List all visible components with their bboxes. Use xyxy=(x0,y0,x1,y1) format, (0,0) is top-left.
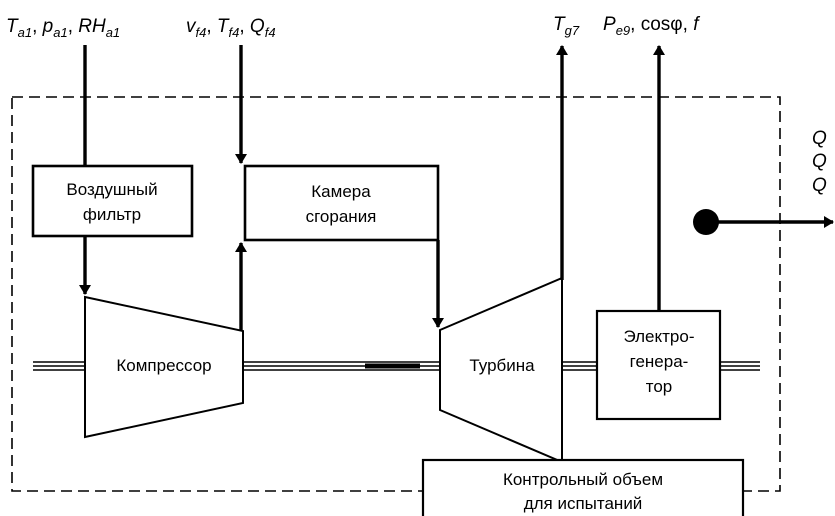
exhaust-temp-label: Tg7 xyxy=(553,14,580,38)
generator-label-1: Электро- xyxy=(623,327,694,346)
control-volume-label-box xyxy=(421,458,745,516)
generator-label-3: тор xyxy=(646,377,673,396)
air-inlet-params: Ta1, pa1, RHa1 xyxy=(6,16,120,40)
fuel-inlet-params: vf4, Tf4, Qf4 xyxy=(186,16,276,40)
combustion-chamber-label-2: сгорания xyxy=(306,207,377,226)
heat-loss-point xyxy=(693,209,719,235)
combustion-chamber-block xyxy=(243,164,440,242)
combustion-chamber-label-1: Камера xyxy=(311,182,371,201)
heat-flow-label-1: Q xyxy=(812,128,827,149)
heat-flow-label-3: Q xyxy=(812,175,827,196)
flow-lines xyxy=(79,45,834,331)
air-filter-label-1: Воздушный xyxy=(66,180,157,199)
control-volume-boundary xyxy=(11,96,781,492)
air-filter-block xyxy=(31,164,194,238)
generator-label-2: генера- xyxy=(630,352,689,371)
electric-output-params: Pe9, cosφ, f xyxy=(603,14,700,38)
generator-block xyxy=(595,309,722,421)
turbine-label: Турбина xyxy=(469,356,535,375)
compressor-block xyxy=(84,295,244,439)
control-volume-label-2: для испытаний xyxy=(524,494,643,513)
compressor-label: Компрессор xyxy=(116,356,211,375)
heat-flow-label-2: Q xyxy=(812,151,827,172)
control-volume-label-1: Контрольный объем xyxy=(503,470,663,489)
air-filter-label-2: фильтр xyxy=(83,205,141,224)
